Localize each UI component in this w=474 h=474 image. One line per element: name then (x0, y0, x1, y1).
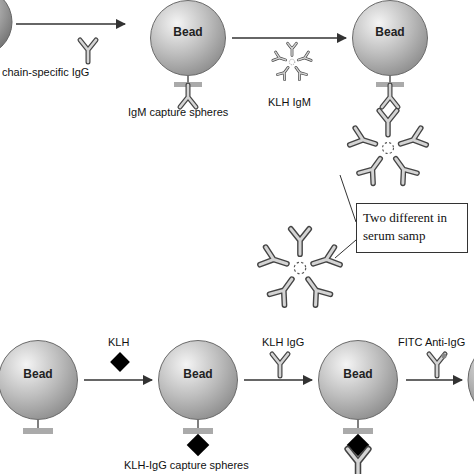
process-arrow (406, 379, 462, 381)
antibody-symbol (180, 85, 196, 107)
igm-pentamer (273, 43, 311, 79)
bead-sphere: Bead (150, 0, 226, 76)
process-arrow (232, 37, 346, 39)
leader-line (340, 175, 356, 222)
bead-sphere: Bead (318, 340, 398, 420)
bead-label: Bead (375, 25, 404, 39)
klh-diamond (187, 434, 210, 457)
linker-line (187, 76, 189, 82)
step-label: IgM capture spheres (128, 106, 228, 118)
fitc-dot (442, 354, 447, 359)
partial-bead (468, 340, 474, 420)
igm-pentamer (350, 111, 427, 184)
capture-pad (183, 428, 213, 434)
linker-line (37, 420, 39, 428)
bead-label: Bead (173, 25, 202, 39)
process-arrow (84, 379, 152, 381)
antibody-symbol (272, 354, 288, 376)
step-label: FITC Anti-IgG (398, 336, 465, 348)
bead-label: Bead (23, 367, 52, 381)
process-arrow (244, 379, 312, 381)
step-label: chain-specific IgG (2, 66, 89, 78)
callout-box: Two different in serum samp (356, 203, 468, 253)
leader-line (335, 240, 356, 258)
bead-label: Bead (183, 367, 212, 381)
antibody-symbol (80, 40, 96, 62)
bead-label: Bead (343, 367, 372, 381)
step-label: KLH-IgG capture spheres (124, 459, 249, 471)
callout-text: Two different in serum samp (363, 209, 461, 245)
klh-diamond (110, 352, 130, 372)
bead-sphere: Bead (0, 340, 78, 420)
igm-pentamer (260, 229, 340, 305)
bead-sphere: Bead (352, 0, 428, 76)
capture-pad (343, 428, 373, 434)
linker-line (389, 76, 391, 82)
step-label: KLH (108, 336, 129, 348)
capture-pad (23, 428, 53, 434)
process-arrow (16, 23, 125, 25)
antibody-symbol (348, 449, 369, 474)
linker-line (357, 420, 359, 428)
antibody-symbol (382, 85, 398, 107)
bead-sphere: Bead (158, 340, 238, 420)
partial-bead (0, 0, 12, 56)
step-label: KLH IgG (262, 336, 304, 348)
step-label: KLH IgM (268, 96, 311, 108)
linker-line (197, 420, 199, 428)
